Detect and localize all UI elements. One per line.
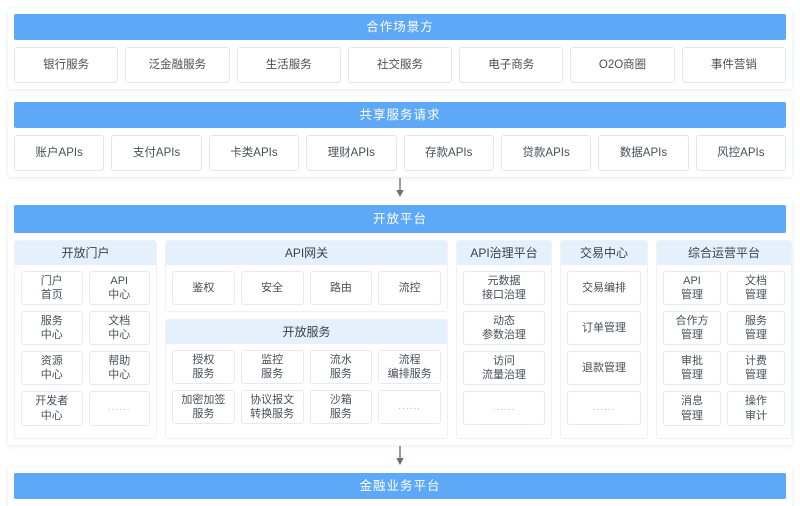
column-open-service: 开放服务 授权服务 监控服务 流水服务 流程编排服务 加密加签服务 协议报文转换… (165, 319, 448, 439)
open-service-item-more[interactable]: ...... (378, 390, 441, 425)
shared-requests-title: 共享服务请求 (14, 102, 786, 128)
operations-item[interactable]: 消息管理 (663, 391, 721, 426)
portal-item[interactable]: 帮助中心 (88, 351, 150, 386)
column-open-portal-title: 开放门户 (15, 241, 156, 265)
finance-platform-title: 金融业务平台 (14, 472, 786, 499)
portal-item-more[interactable]: ...... (88, 391, 150, 426)
column-api-gateway-title: API网关 (166, 241, 447, 265)
gateway-item[interactable]: 路由 (309, 271, 373, 305)
open-service-item[interactable]: 监控服务 (240, 350, 304, 385)
trade-item[interactable]: 交易编排 (567, 271, 641, 305)
shared-requests-items: 账户APIs 支付APIs 卡类APIs 理财APIs 存款APIs 贷款API… (14, 135, 786, 171)
trade-item-more[interactable]: ...... (567, 391, 641, 425)
partner-item[interactable]: 事件营销 (681, 47, 786, 83)
section-finance-platform: 金融业务平台 额度中心 费率中心 贷款中心 存款中心 用户中心 数据服务 营销中… (8, 466, 792, 506)
api-item[interactable]: 理财APIs (306, 135, 397, 171)
governance-item[interactable]: 元数据接口治理 (463, 271, 545, 306)
column-trade-center-title: 交易中心 (561, 241, 647, 265)
operations-item[interactable]: 合作方管理 (663, 311, 721, 346)
partner-item[interactable]: 银行服务 (14, 47, 119, 83)
column-api-governance-title: API治理平台 (457, 241, 551, 265)
gateway-item[interactable]: 流控 (378, 271, 441, 305)
portal-item[interactable]: 门户首页 (21, 271, 83, 306)
api-item[interactable]: 贷款APIs (500, 135, 592, 171)
trade-item[interactable]: 订单管理 (567, 311, 641, 345)
partner-item[interactable]: 社交服务 (347, 47, 453, 83)
api-item[interactable]: 数据APIs (598, 135, 689, 171)
column-api-gateway: API网关 鉴权 安全 路由 流控 (165, 240, 448, 312)
portal-item[interactable]: 开发者中心 (21, 391, 83, 426)
connector-arrow-down-icon (8, 445, 792, 467)
column-trade-center: 交易中心 交易编排 订单管理 退款管理 ...... (560, 240, 648, 439)
column-api-governance: API治理平台 元数据接口治理 动态参数治理 访问流量治理 ...... (456, 240, 552, 439)
open-service-item[interactable]: 沙箱服务 (309, 390, 373, 425)
section-partners: 合作场景方 银行服务 泛金融服务 生活服务 社交服务 电子商务 O2O商圈 事件… (8, 8, 792, 89)
gateway-item[interactable]: 安全 (240, 271, 304, 305)
api-item[interactable]: 支付APIs (111, 135, 202, 171)
column-open-service-title: 开放服务 (166, 320, 447, 344)
operations-item[interactable]: 文档管理 (727, 271, 785, 306)
portal-item[interactable]: 文档中心 (88, 311, 150, 346)
connector-arrow-down-icon (8, 177, 792, 199)
operations-item[interactable]: 服务管理 (727, 311, 785, 346)
api-item[interactable]: 存款APIs (403, 135, 494, 171)
operations-item[interactable]: 操作审计 (727, 391, 785, 426)
partner-item[interactable]: O2O商圈 (570, 47, 675, 83)
operations-item[interactable]: 审批管理 (663, 351, 721, 386)
portal-item[interactable]: 资源中心 (21, 351, 83, 386)
open-service-item[interactable]: 加密加签服务 (172, 390, 235, 425)
partners-items: 银行服务 泛金融服务 生活服务 社交服务 电子商务 O2O商圈 事件营销 (14, 47, 786, 83)
trade-item[interactable]: 退款管理 (567, 351, 641, 385)
open-service-item[interactable]: 流程编排服务 (378, 350, 441, 385)
partner-item[interactable]: 电子商务 (459, 47, 564, 83)
open-service-item[interactable]: 流水服务 (309, 350, 373, 385)
partner-item[interactable]: 泛金融服务 (125, 47, 230, 83)
partner-item[interactable]: 生活服务 (236, 47, 341, 83)
open-service-item[interactable]: 授权服务 (172, 350, 235, 385)
operations-item[interactable]: 计费管理 (727, 351, 785, 386)
governance-item-more[interactable]: ...... (463, 391, 545, 426)
governance-item[interactable]: 访问流量治理 (463, 351, 545, 386)
api-item[interactable]: 风控APIs (695, 135, 786, 171)
column-operations-platform-title: 综合运营平台 (657, 241, 791, 265)
partners-title: 合作场景方 (14, 14, 786, 40)
api-item[interactable]: 卡类APIs (208, 135, 300, 171)
gateway-item[interactable]: 鉴权 (172, 271, 235, 305)
open-service-item[interactable]: 协议报文转换服务 (240, 390, 304, 425)
section-shared-requests: 共享服务请求 账户APIs 支付APIs 卡类APIs 理财APIs 存款API… (8, 96, 792, 177)
api-item[interactable]: 账户APIs (14, 135, 105, 171)
governance-item[interactable]: 动态参数治理 (463, 311, 545, 346)
open-platform-title: 开放平台 (14, 205, 786, 233)
portal-item[interactable]: 服务中心 (21, 311, 83, 346)
column-gateway-group: API网关 鉴权 安全 路由 流控 开放服务 授权服务 (165, 240, 448, 439)
